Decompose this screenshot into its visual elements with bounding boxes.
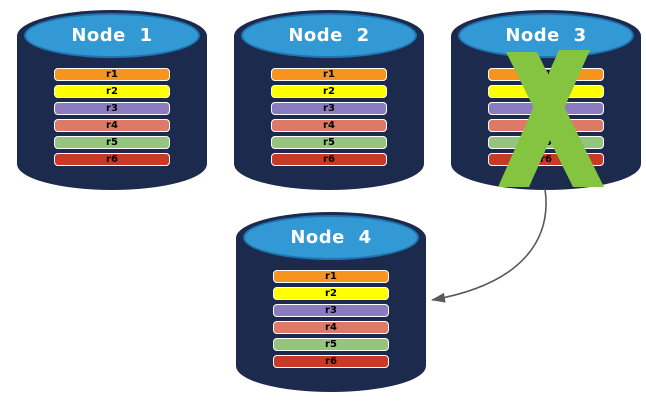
- replica-bar-r1: r1: [488, 68, 604, 81]
- failover-arrow-path: [431, 188, 547, 303]
- node-label: Node 3: [505, 25, 587, 46]
- replica-bar-r5: r5: [488, 136, 604, 149]
- replica-bar-r1: r1: [273, 270, 389, 283]
- replica-bar-r2: r2: [54, 85, 170, 98]
- replica-list: r1 r2 r3 r4 r5 r6: [54, 68, 170, 166]
- replica-bar-r6: r6: [54, 153, 170, 166]
- replica-bar-r4: r4: [54, 119, 170, 132]
- node-label: Node 2: [288, 25, 370, 46]
- node-label: Node 1: [71, 25, 153, 46]
- replica-list: r1 r2 r3 r4 r5 r6: [271, 68, 387, 166]
- node-label: Node 4: [290, 227, 372, 248]
- cylinder-top: Node 1: [24, 13, 200, 58]
- replica-bar-r3: r3: [488, 102, 604, 115]
- replica-bar-r5: r5: [273, 338, 389, 351]
- replica-bar-r4: r4: [488, 119, 604, 132]
- node-4: Node 4 r1 r2 r3 r4 r5 r6: [236, 212, 426, 392]
- cylinder-top: Node 2: [241, 13, 417, 58]
- replica-bar-r3: r3: [273, 304, 389, 317]
- replica-bar-r2: r2: [271, 85, 387, 98]
- replica-bar-r6: r6: [273, 355, 389, 368]
- node-3: Node 3 r1 r2 r3 r4 r5 r6: [451, 10, 641, 190]
- cylinder-top: Node 4: [243, 215, 419, 260]
- node-2: Node 2 r1 r2 r3 r4 r5 r6: [234, 10, 424, 190]
- replica-bar-r3: r3: [271, 102, 387, 115]
- replica-bar-r6: r6: [488, 153, 604, 166]
- replica-list: r1 r2 r3 r4 r5 r6: [488, 68, 604, 166]
- replica-list: r1 r2 r3 r4 r5 r6: [273, 270, 389, 368]
- replica-bar-r3: r3: [54, 102, 170, 115]
- replica-bar-r4: r4: [273, 321, 389, 334]
- replica-bar-r5: r5: [271, 136, 387, 149]
- replica-bar-r1: r1: [54, 68, 170, 81]
- replica-bar-r5: r5: [54, 136, 170, 149]
- replica-bar-r2: r2: [488, 85, 604, 98]
- cylinder-top: Node 3: [458, 13, 634, 58]
- replica-bar-r4: r4: [271, 119, 387, 132]
- replica-bar-r1: r1: [271, 68, 387, 81]
- node-1: Node 1 r1 r2 r3 r4 r5 r6: [17, 10, 207, 190]
- replica-bar-r2: r2: [273, 287, 389, 300]
- replica-bar-r6: r6: [271, 153, 387, 166]
